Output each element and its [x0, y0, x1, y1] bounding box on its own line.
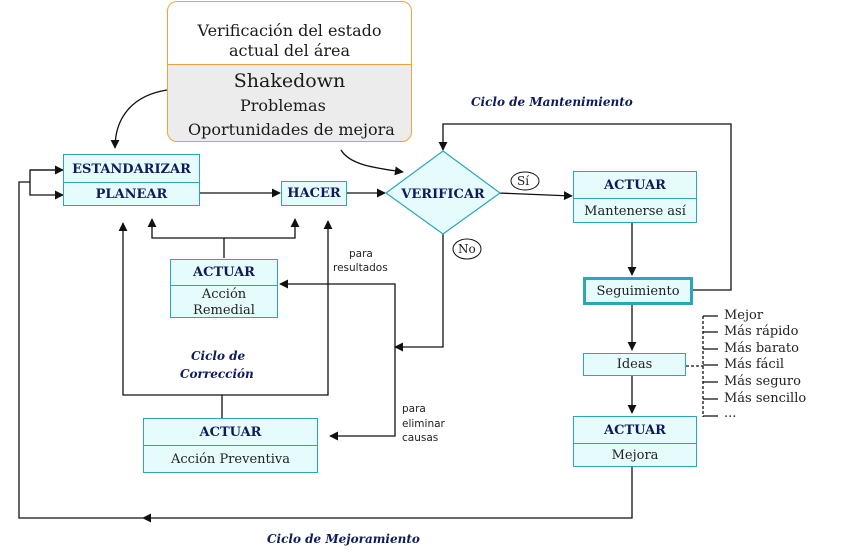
verify-label: VERIFICAR [401, 187, 485, 202]
arrow-topbox-to-standardize [110, 89, 168, 149]
correction-cycle-label-2: Corrección [180, 367, 254, 381]
plan-label: PLANEAR [95, 187, 168, 202]
act-remedial-line2: Remedial [193, 302, 255, 318]
ideas-item: Más seguro [724, 374, 801, 389]
ideas-bracket [686, 316, 704, 417]
arrow-to-remedial [279, 279, 396, 347]
act-improve-box: ACTUAR Mejora [573, 416, 697, 467]
note-results-1: para [349, 248, 373, 260]
arrow-verify-yes [497, 191, 573, 201]
ideas-item: ... [724, 406, 737, 421]
act-maintain-header: ACTUAR [604, 177, 666, 193]
act-preventive-box: ACTUAR Acción Preventiva [143, 418, 318, 473]
note-results-2: resultados [333, 262, 388, 274]
note-causes-1: para [402, 403, 426, 415]
arrow-topbox-to-verify [340, 149, 404, 176]
arrow-remedial-up [147, 218, 225, 258]
note-causes-2: eliminar [402, 418, 445, 430]
act-improve-text: Mejora [611, 448, 659, 463]
follow-up-label: Seguimiento [596, 283, 680, 299]
standardize-label: ESTANDARIZAR [72, 161, 191, 177]
standardize-plan-box: ESTANDARIZAR PLANEAR [63, 154, 200, 206]
do-label: HACER [287, 186, 341, 201]
do-box: HACER [281, 181, 347, 206]
follow-up-box: Seguimiento [583, 277, 693, 305]
callout-item2: Oportunidades de mejora [188, 120, 395, 139]
ideas-label: Ideas [616, 357, 653, 372]
ideas-item: Más rápido [724, 324, 799, 339]
arrow-loop-standardize [29, 169, 64, 200]
callout-item1: Problemas [240, 96, 326, 115]
act-remedial-box: ACTUAR Acción Remedial [170, 259, 278, 318]
status-callout: Verificación del estado actual del área … [167, 1, 412, 142]
act-maintain-text: Mantenerse así [584, 203, 686, 219]
ideas-item: Más sencillo [724, 391, 807, 406]
ideas-item: Mejor [724, 308, 764, 323]
maintenance-cycle-label: Ciclo de Mantenimiento [471, 95, 633, 109]
act-remedial-header: ACTUAR [193, 265, 255, 280]
note-causes-3: causas [402, 432, 439, 444]
correction-cycle-label-1: Ciclo de [191, 349, 246, 363]
arrow-maintenance-loop [438, 123, 732, 291]
act-maintain-box: ACTUAR Mantenerse así [573, 171, 697, 223]
callout-title: Shakedown [233, 70, 346, 92]
yes-badge [510, 171, 540, 191]
act-preventive-header: ACTUAR [199, 424, 262, 440]
arrow-preventive-loop [118, 222, 223, 418]
callout-line1: Verificación del estado [197, 21, 382, 40]
ideas-box: Ideas [583, 353, 686, 376]
no-label: No [458, 242, 476, 256]
verify-diamond [384, 150, 502, 235]
no-badge [452, 238, 482, 260]
arrow-to-preventive [329, 347, 396, 441]
ideas-item: Más barato [724, 341, 799, 356]
ideas-item: Más fácil [724, 357, 785, 372]
yes-label: Sí [517, 174, 530, 188]
improvement-cycle-label: Ciclo de Mejoramiento [267, 532, 420, 546]
act-improve-header: ACTUAR [604, 422, 666, 438]
callout-line2: actual del área [228, 41, 351, 60]
act-preventive-text: Acción Preventiva [171, 452, 290, 467]
arrow-verify-no [394, 232, 444, 352]
act-remedial-line1: Acción [201, 286, 247, 302]
arrow-improvement-loop [142, 467, 633, 523]
